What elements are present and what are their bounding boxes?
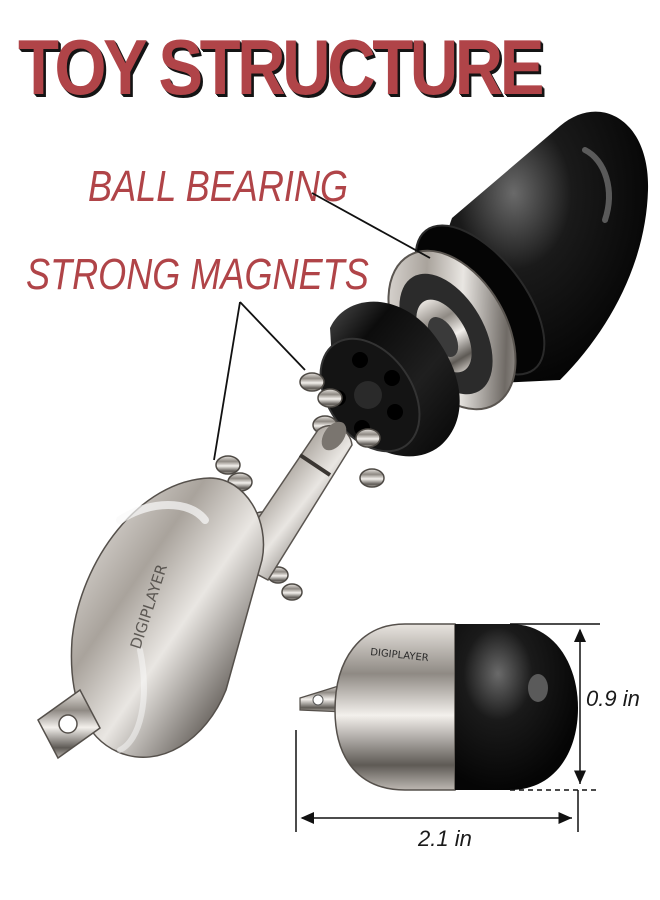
ball-bearing-label: BALL BEARING <box>88 162 349 211</box>
strong-magnets-label: STRONG MAGNETS <box>26 250 369 299</box>
chrome-body: DIGIPLAYER <box>70 477 265 758</box>
leader-lines <box>213 192 431 461</box>
width-dimension: 2.1 in <box>418 826 472 851</box>
height-dimension: 0.9 in <box>586 686 640 711</box>
keyring-tab <box>37 688 101 760</box>
dimension-lines <box>295 623 600 832</box>
magnet-holder <box>319 301 460 457</box>
assembled-toy: DIGIPLAYER <box>299 623 578 791</box>
